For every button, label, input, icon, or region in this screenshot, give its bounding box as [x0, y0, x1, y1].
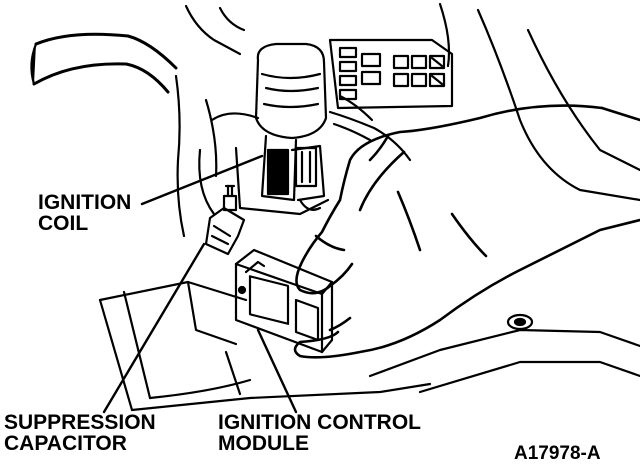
suppression-capacitor-label-line1: SUPPRESSION [4, 411, 156, 434]
ignition-control-module-label: IGNITION CONTROL MODULE [218, 412, 421, 454]
capacitor-connector [204, 184, 246, 256]
figure-code: A17978-A [514, 443, 601, 464]
ignition-control-module-label-line2: MODULE [218, 432, 309, 455]
leader-suppression-capacitor [102, 242, 206, 414]
leader-lines [102, 154, 298, 414]
engine-outline [174, 2, 640, 238]
hose [30, 32, 178, 94]
coil-tower [198, 42, 330, 216]
hand [293, 104, 640, 359]
ignition-coil-label-line2: COIL [38, 212, 89, 235]
suppression-capacitor-label-line2: CAPACITOR [4, 432, 127, 455]
relay-panel [328, 38, 454, 110]
ignition-coil-label: IGNITION COIL [38, 192, 131, 234]
ignition-coil-label-line1: IGNITION [38, 191, 132, 214]
mounting-bracket [98, 280, 640, 412]
ignition-control-module-label-line1: IGNITION CONTROL [218, 411, 421, 434]
leader-ignition-coil [140, 154, 264, 206]
wire-harness [328, 94, 412, 162]
control-module [234, 248, 334, 354]
leader-ignition-control-module [256, 328, 298, 414]
suppression-capacitor-label: SUPPRESSION CAPACITOR [4, 412, 156, 454]
